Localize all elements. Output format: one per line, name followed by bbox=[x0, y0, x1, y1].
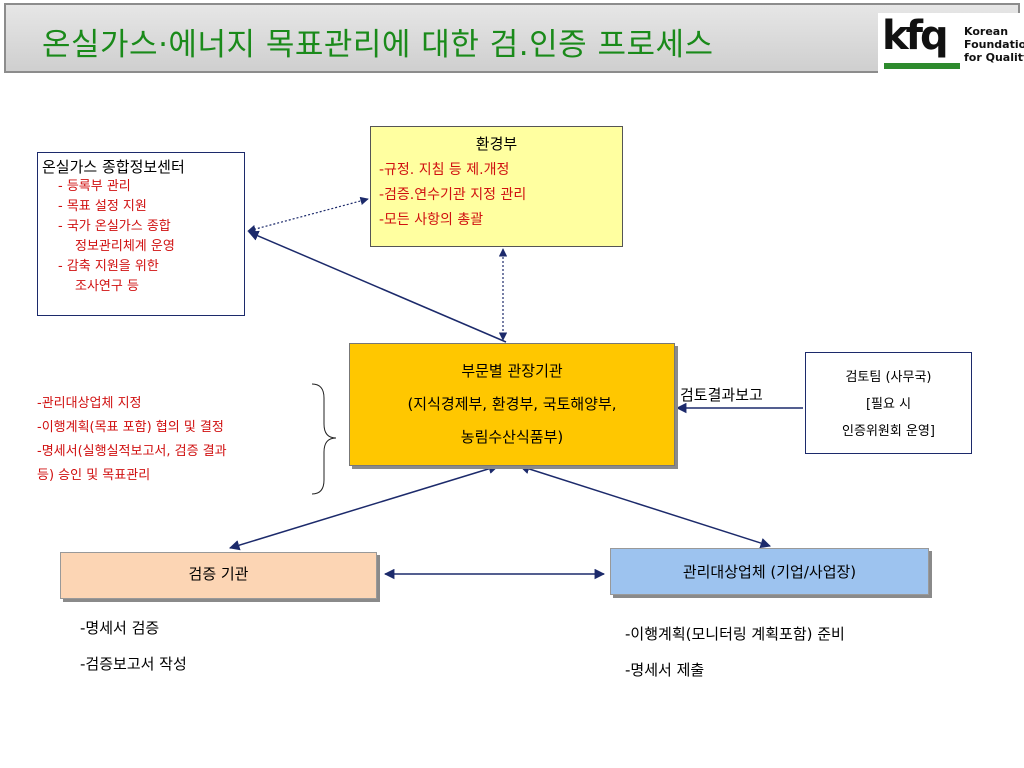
logo-line: Foundation bbox=[964, 38, 1024, 51]
logo-mark: kfq bbox=[882, 13, 949, 59]
logo-text: Korean Foundation for Quality bbox=[964, 25, 1024, 64]
sector-agencies-line: 농림수산식품부) bbox=[460, 428, 564, 446]
kfq-logo: kfq Korean Foundation for Quality bbox=[878, 13, 1024, 73]
title-bar: 온실가스·에너지 목표관리에 대한 검.인증 프로세스 kfq Korean F… bbox=[4, 3, 1024, 73]
env-center-dotted-link bbox=[247, 196, 369, 234]
sector-agencies-line: (지식경제부, 환경부, 국토해양부, bbox=[407, 395, 617, 413]
agency-role-item: 등) 승인 및 목표관리 bbox=[37, 468, 151, 483]
info-center-item: - 목표 설정 지원 bbox=[58, 199, 147, 214]
agency-role-item: -명세서(실행실적보고서, 검증 결과 bbox=[37, 444, 227, 459]
gov-verify-arrow bbox=[228, 463, 500, 551]
info-center-box: 온실가스 종합정보센터 - 등록부 관리 - 목표 설정 지원 - 국가 온실가… bbox=[37, 152, 245, 316]
info-center-item: - 국가 온실가스 종합 bbox=[58, 219, 171, 234]
verification-tasks: -명세서 검증 -검증보고서 작성 bbox=[80, 610, 187, 682]
gov-center-arrow bbox=[248, 230, 507, 343]
ministry-env-item: -검증.연수기관 지정 관리 bbox=[379, 187, 527, 203]
review-team-box: 검토팀 (사무국) [필요 시 인증위원회 운영] bbox=[805, 352, 972, 454]
agency-roles-list: -관리대상업체 지정 -이행계획(목표 포함) 협의 및 결정 -명세서(실행실… bbox=[37, 392, 227, 488]
review-team-line: [필요 시 bbox=[865, 397, 912, 412]
managed-company-box: 관리대상업체 (기업/사업장) bbox=[610, 548, 929, 595]
gov-company-arrow bbox=[518, 463, 772, 549]
company-task: -명세서 제출 bbox=[625, 661, 705, 679]
ministry-environment-box: 환경부 -규정. 지침 등 제.개정 -검증.연수기관 지정 관리 -모든 사항… bbox=[370, 126, 623, 247]
verification-task: -검증보고서 작성 bbox=[80, 655, 187, 673]
report-label: 검토결과보고 bbox=[680, 386, 763, 404]
ministry-env-heading: 환경부 bbox=[475, 135, 518, 153]
logo-underline bbox=[884, 63, 960, 69]
ministry-env-item: -규정. 지침 등 제.개정 bbox=[379, 162, 510, 178]
roles-brace bbox=[311, 383, 337, 495]
ministry-env-item: -모든 사항의 총괄 bbox=[379, 212, 484, 228]
page-title: 온실가스·에너지 목표관리에 대한 검.인증 프로세스 bbox=[42, 27, 714, 63]
info-center-item: 조사연구 등 bbox=[75, 279, 139, 294]
sector-agencies-line: 부문별 관장기관 bbox=[461, 362, 563, 380]
info-center-item: 정보관리체계 운영 bbox=[75, 239, 175, 254]
verification-body-box: 검증 기관 bbox=[60, 552, 377, 599]
company-task: -이행계획(모니터링 계획포함) 준비 bbox=[625, 625, 845, 643]
info-center-item: - 등록부 관리 bbox=[58, 179, 131, 194]
agency-role-item: -이행계획(목표 포함) 협의 및 결정 bbox=[37, 420, 224, 435]
review-team-line: 인증위원회 운영] bbox=[842, 424, 935, 439]
agency-role-item: -관리대상업체 지정 bbox=[37, 396, 142, 411]
company-tasks: -이행계획(모니터링 계획포함) 준비 -명세서 제출 bbox=[625, 616, 845, 688]
sector-agencies-box: 부문별 관장기관 (지식경제부, 환경부, 국토해양부, 농림수산식품부) bbox=[349, 343, 675, 466]
verification-task: -명세서 검증 bbox=[80, 619, 160, 637]
info-center-item: - 감축 지원을 위한 bbox=[58, 259, 159, 274]
logo-line: for Quality bbox=[964, 51, 1024, 64]
info-center-heading: 온실가스 종합정보센터 bbox=[42, 158, 185, 176]
review-team-line: 검토팀 (사무국) bbox=[845, 370, 932, 385]
logo-line: Korean bbox=[964, 25, 1009, 38]
